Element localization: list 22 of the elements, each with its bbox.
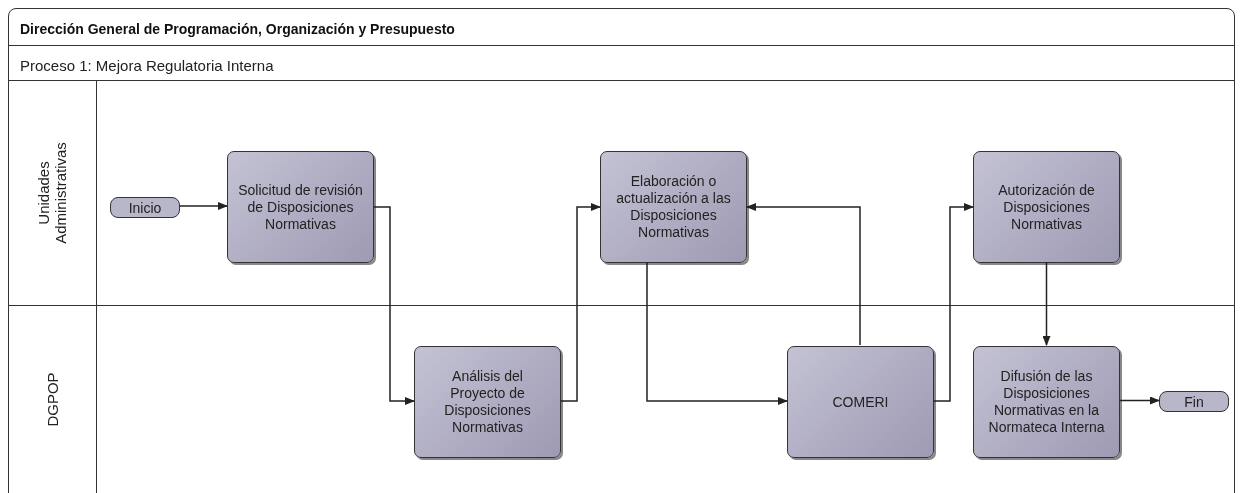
process-box: Análisis del Proyecto de Disposiciones Normativas: [414, 346, 561, 458]
lane-label: Unidades Administrativas: [35, 142, 69, 244]
process-box: Autorización de Disposiciones Normativas: [973, 151, 1120, 263]
title: Dirección General de Programación, Organización y Presupuesto: [20, 20, 455, 39]
swimlane: [8, 305, 1235, 493]
process-box: Difusión de las Disposiciones Normativas en la Normateca Interna: [973, 346, 1120, 458]
arrow: [1119, 396, 1160, 405]
swimlane: [8, 80, 1235, 305]
process-box: COMERI: [787, 346, 934, 458]
terminal-pill: Fin: [1159, 391, 1229, 412]
arrow: [373, 206, 415, 405]
arrow: [560, 203, 601, 402]
process-box: Elaboración o actualización a las Disposiciones Normativas: [600, 151, 747, 263]
lane-label: DGPOP: [43, 371, 61, 429]
arrow: [179, 202, 228, 210]
process-box: Solicitud de revisión de Disposiciones Normativas: [227, 151, 374, 263]
arrow: [646, 261, 788, 405]
terminal-pill: Inicio: [110, 197, 180, 218]
arrow: [1042, 261, 1051, 346]
arrow: [933, 203, 974, 402]
process-label: Proceso 1: Mejora Regulatoria Interna: [20, 56, 274, 76]
arrow: [746, 203, 861, 346]
